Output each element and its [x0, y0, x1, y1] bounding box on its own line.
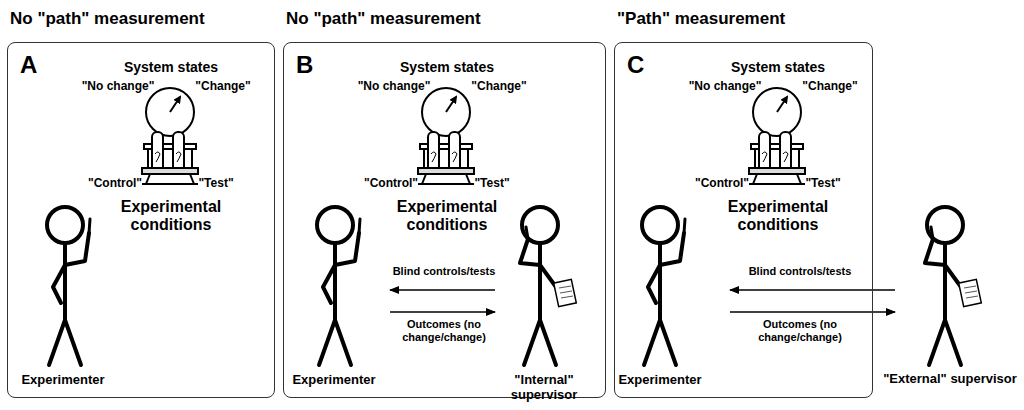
arrow-label: Blind controls/tests: [384, 265, 504, 278]
section-title: System states: [108, 59, 234, 75]
arrow-label: Blind controls/tests: [740, 265, 860, 278]
experiment-panel: No "path" measurementASystem states"No c…: [7, 42, 275, 398]
panel-letter: B: [296, 51, 326, 79]
section-title: System states: [384, 59, 510, 75]
state-label: "No change": [685, 80, 765, 94]
person-label: Experimenter: [289, 373, 379, 388]
section-title: System states: [715, 59, 841, 75]
person-label: "External" supervisor: [880, 372, 1020, 387]
panel-heading: No "path" measurement: [286, 9, 606, 29]
condition-label: "Control": [687, 177, 757, 191]
experiment-panel: No "path" measurementBSystem states"No c…: [283, 42, 606, 398]
section-title: Experimental conditions: [108, 198, 234, 235]
arrow-label: Outcomes (no change/change): [740, 318, 860, 343]
panel-letter: C: [627, 51, 657, 79]
panel-heading: "Path" measurement: [617, 9, 937, 29]
person-label: "Internal" supervisor: [484, 373, 604, 403]
state-label: "No change": [78, 80, 158, 94]
state-label: "Change": [193, 80, 253, 94]
section-title: Experimental conditions: [384, 198, 510, 235]
arrow-label: Outcomes (no change/change): [384, 318, 504, 343]
person-label: Experimenter: [615, 373, 705, 388]
experiment-panel: "Path" measurementCSystem states"No chan…: [614, 42, 873, 398]
panel-letter: A: [20, 51, 50, 79]
person-label: Experimenter: [18, 373, 108, 388]
state-label: "No change": [354, 80, 434, 94]
condition-label: "Control": [80, 177, 150, 191]
state-label: "Change": [469, 80, 529, 94]
section-title: Experimental conditions: [715, 198, 841, 235]
state-label: "Change": [800, 80, 860, 94]
condition-label: "Test": [803, 177, 843, 191]
panel-heading: No "path" measurement: [10, 9, 330, 29]
condition-label: "Test": [196, 177, 236, 191]
condition-label: "Control": [356, 177, 426, 191]
condition-label: "Test": [472, 177, 512, 191]
